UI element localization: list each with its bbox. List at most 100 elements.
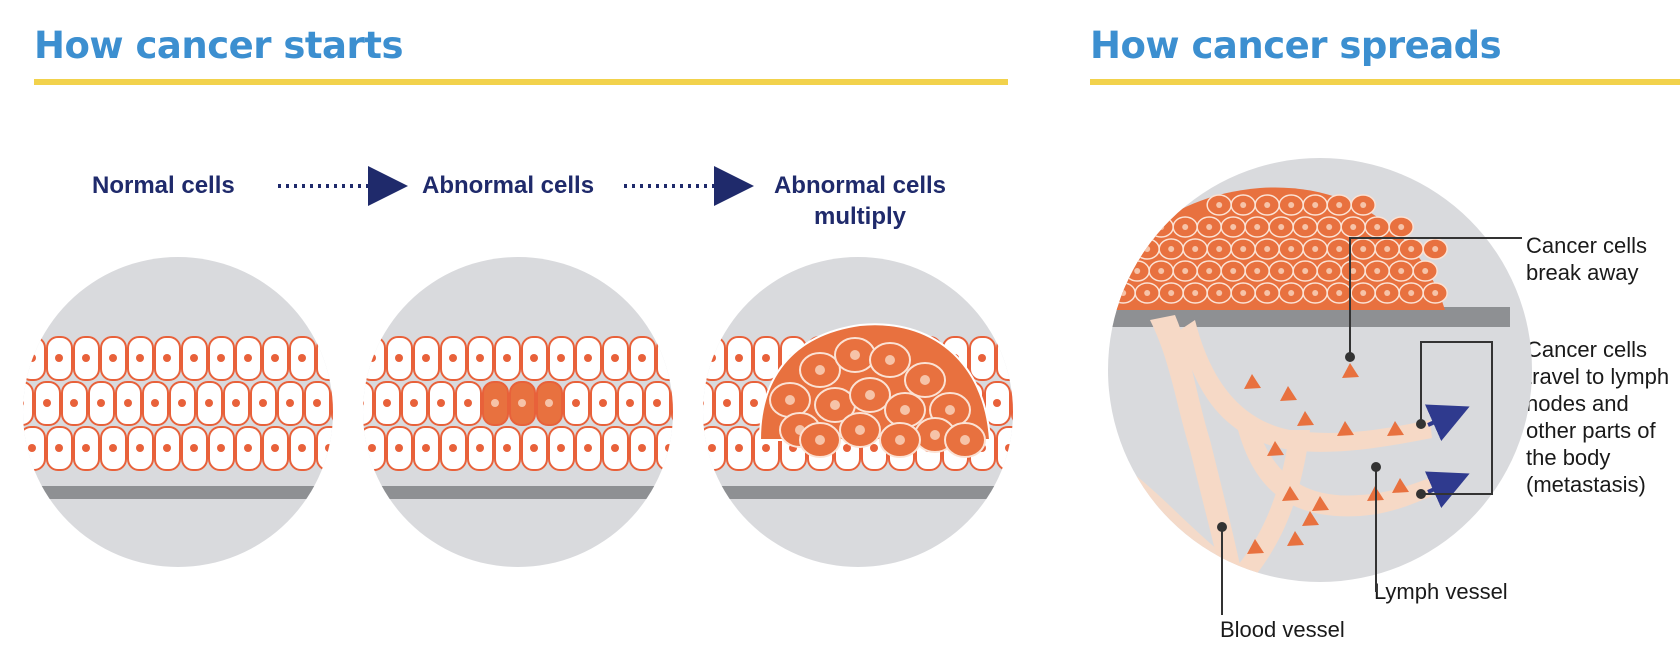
cell-nucleus — [1398, 224, 1405, 230]
stage-label-normal-cells: Normal cells — [92, 172, 235, 199]
cell-nucleus — [735, 444, 743, 452]
cell-nucleus — [23, 399, 24, 407]
cell-nucleus — [1302, 224, 1309, 230]
cell-nucleus — [1005, 354, 1013, 362]
cell-nucleus — [708, 444, 716, 452]
cell-nucleus — [1144, 246, 1151, 252]
cell-nucleus — [163, 444, 171, 452]
cell-nucleus — [1158, 268, 1165, 274]
loose-cancer-cell — [1280, 386, 1297, 401]
cell-nucleus — [1230, 224, 1237, 230]
cell-nucleus — [151, 399, 159, 407]
normal-cell — [1011, 381, 1013, 426]
cell-nucleus — [1278, 224, 1285, 230]
normal-cell — [656, 336, 673, 381]
cell-nucleus — [449, 354, 457, 362]
cell-nucleus — [626, 399, 634, 407]
loose-cancer-cell — [1267, 441, 1284, 456]
cell-nucleus — [325, 444, 333, 452]
cell-nucleus — [703, 399, 704, 407]
normal-cell — [23, 381, 34, 426]
cell-nucleus — [271, 354, 279, 362]
title-how-cancer-starts: How cancer starts — [34, 24, 403, 67]
normal-cell — [331, 381, 333, 426]
cell-nucleus — [1384, 246, 1391, 252]
cell-nucleus — [785, 395, 795, 405]
cell-nucleus — [1408, 290, 1415, 296]
cell-nucleus — [611, 444, 619, 452]
cell-nucleus — [1168, 246, 1175, 252]
cell-nucleus — [1288, 246, 1295, 252]
cell-nucleus — [665, 354, 673, 362]
cell-nucleus — [368, 354, 376, 362]
cell-nucleus — [638, 354, 646, 362]
normal-cell — [703, 381, 714, 426]
cell-nucleus — [217, 354, 225, 362]
cell-nucleus — [70, 399, 78, 407]
cell-nucleus — [850, 350, 860, 360]
cell-nucleus — [830, 400, 840, 410]
callout-lymph-vessel: Lymph vessel — [1374, 579, 1508, 604]
cell-nucleus — [653, 399, 661, 407]
callout-cancer-cells-break-away: Cancer cells break away — [1526, 233, 1648, 285]
cell-nucleus — [1144, 290, 1151, 296]
cell-nucleus — [1350, 268, 1357, 274]
normal-cell — [316, 336, 333, 381]
cell-nucleus — [1432, 290, 1439, 296]
cell-nucleus — [960, 435, 970, 445]
cell-nucleus — [1350, 224, 1357, 230]
cell-nucleus — [298, 354, 306, 362]
cell-nucleus — [395, 354, 403, 362]
circle-cancer-spreads — [1108, 158, 1532, 582]
cell-nucleus — [708, 354, 716, 362]
cell-nucleus — [993, 399, 1001, 407]
cell-nucleus — [1336, 246, 1343, 252]
cell-nucleus — [930, 430, 940, 440]
cell-nucleus — [136, 444, 144, 452]
loose-cancer-cell — [1302, 511, 1319, 526]
cell-nucleus — [1240, 290, 1247, 296]
loose-cancer-cell — [1392, 478, 1409, 493]
cell-nucleus — [1288, 290, 1295, 296]
cell-nucleus — [1230, 268, 1237, 274]
cell-nucleus — [680, 399, 688, 407]
cell-nucleus — [1288, 202, 1295, 208]
cell-nucleus — [1408, 246, 1415, 252]
cell-nucleus — [1206, 268, 1213, 274]
cell-nucleus — [1360, 246, 1367, 252]
normal-cell — [996, 426, 1013, 471]
cell-nucleus — [1254, 224, 1261, 230]
cell-nucleus — [1336, 202, 1343, 208]
cell-nucleus — [363, 399, 364, 407]
cell-nucleus — [1216, 202, 1223, 208]
cell-nucleus — [163, 354, 171, 362]
cell-nucleus — [97, 399, 105, 407]
cell-nucleus — [1216, 290, 1223, 296]
cell-nucleus — [217, 444, 225, 452]
cell-nucleus — [1312, 246, 1319, 252]
cell-nucleus — [1264, 246, 1271, 252]
cell-nucleus — [368, 444, 376, 452]
cell-nucleus — [1278, 268, 1285, 274]
cell-nucleus — [557, 354, 565, 362]
cell-nucleus — [178, 399, 186, 407]
cell-nucleus — [638, 444, 646, 452]
cell-nucleus — [271, 444, 279, 452]
cell-nucleus — [1336, 290, 1343, 296]
stage-label-abnormal-cells-multiply: Abnormal cells multiply — [773, 172, 947, 230]
cell-nucleus — [762, 354, 770, 362]
cell-nucleus — [1216, 246, 1223, 252]
cell-nucleus — [383, 399, 391, 407]
loose-cancer-cell — [1287, 531, 1304, 546]
loose-cancer-cell — [1387, 421, 1404, 436]
circle-abnormal-cells-multiply — [703, 257, 1013, 567]
arrow-escape-lower — [1424, 471, 1470, 509]
cell-nucleus — [815, 435, 825, 445]
cell-nucleus — [491, 399, 499, 407]
circle-normal-cells — [23, 257, 333, 567]
callout-blood-vessel: Blood vessel — [1220, 617, 1345, 642]
cell-nucleus — [1240, 202, 1247, 208]
cell-nucleus — [1398, 268, 1405, 274]
cell-nucleus — [28, 354, 36, 362]
